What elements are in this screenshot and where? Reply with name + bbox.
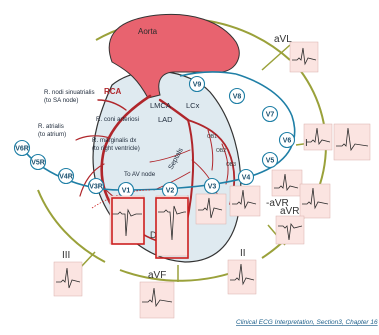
ecg-panel-avl [290, 42, 318, 72]
ecg-panel-avr [276, 216, 304, 244]
lead-marker-v6: V6 [280, 133, 295, 148]
svg-text:V2: V2 [166, 188, 175, 195]
aorta-label: Aorta [138, 27, 158, 36]
lead-marker-v3r: V3R [89, 179, 104, 194]
lead-marker-v1: V1 [119, 183, 134, 198]
ecg-panel-ii [228, 260, 256, 294]
lead-marker-v3: V3 [205, 179, 220, 194]
lead-marker-v9: V9 [190, 77, 205, 92]
ecg-panel-v4 [230, 186, 260, 216]
lcx-label: LCx [186, 101, 200, 110]
lead-label-avr: aVR [280, 206, 299, 217]
svg-text:V6: V6 [283, 138, 292, 145]
lead-marker-v6r: V6R [15, 141, 30, 156]
lead-marker-v4r: V4R [59, 169, 74, 184]
ob2-label: OB2 [216, 148, 226, 154]
sa-branch-label: R. nodi sinuatrialis [44, 89, 95, 96]
svg-text:V8: V8 [233, 94, 242, 101]
ecg-panel-v2 [156, 196, 188, 256]
lead-marker-v5: V5 [263, 153, 278, 168]
lead-label-ii: II [240, 248, 246, 259]
svg-text:V5R: V5R [31, 160, 45, 167]
lead-marker-v2: V2 [163, 183, 178, 198]
coni-branch-label: R. coni arteriosi [96, 116, 139, 123]
lead-marker-v8: V8 [230, 89, 245, 104]
lead-label-avf: aVF [148, 270, 166, 281]
to-av-node-label: To AV node [124, 171, 156, 178]
svg-text:V3R: V3R [89, 184, 103, 191]
ecg-panel-v1 [110, 196, 144, 244]
ob1-label: OB1 [207, 134, 217, 140]
lead-marker-v4: V4 [239, 170, 254, 185]
svg-text:V1: V1 [122, 188, 131, 195]
svg-text:V5: V5 [266, 158, 275, 165]
lad-label: LAD [158, 115, 173, 124]
svg-text:V4: V4 [242, 175, 251, 182]
ecg-panel-v6 [304, 124, 332, 150]
ob3-label: OB3 [226, 162, 236, 168]
ecg-panel-avf [140, 282, 174, 318]
lead-marker-v7: V7 [263, 107, 278, 122]
svg-text:V9: V9 [193, 82, 202, 89]
ecg-panel-i [334, 124, 370, 160]
lead-label-i: I [305, 138, 308, 149]
atrial-branch-sublabel: (to atrium) [38, 131, 66, 138]
sa-branch-sublabel: (to SA node) [44, 97, 78, 104]
ecg-panel-v5 [272, 170, 302, 196]
ecg-panel-neg-avr [300, 184, 330, 218]
marginal-branch-label: R. marginalis dx [92, 137, 137, 144]
rca-label: RCA [104, 87, 122, 96]
svg-text:V4R: V4R [59, 174, 73, 181]
lead-label-avl: aVL [274, 34, 292, 45]
atrial-branch-label: R. atrialis [38, 123, 64, 130]
source-caption: Clinical ECG Interpretation, Section3, C… [236, 319, 378, 326]
svg-text:V3: V3 [208, 184, 217, 191]
svg-text:V7: V7 [266, 112, 275, 119]
ecg-panel-iii [54, 262, 82, 296]
svg-text:V6R: V6R [15, 146, 29, 153]
lmca-label: LMCA [150, 101, 171, 110]
marginal-branch-sublabel: (to right ventricle) [92, 145, 140, 152]
lead-label-iii: III [62, 250, 70, 261]
ecg-panel-v3 [196, 194, 226, 224]
lead-marker-v5r: V5R [31, 155, 46, 170]
